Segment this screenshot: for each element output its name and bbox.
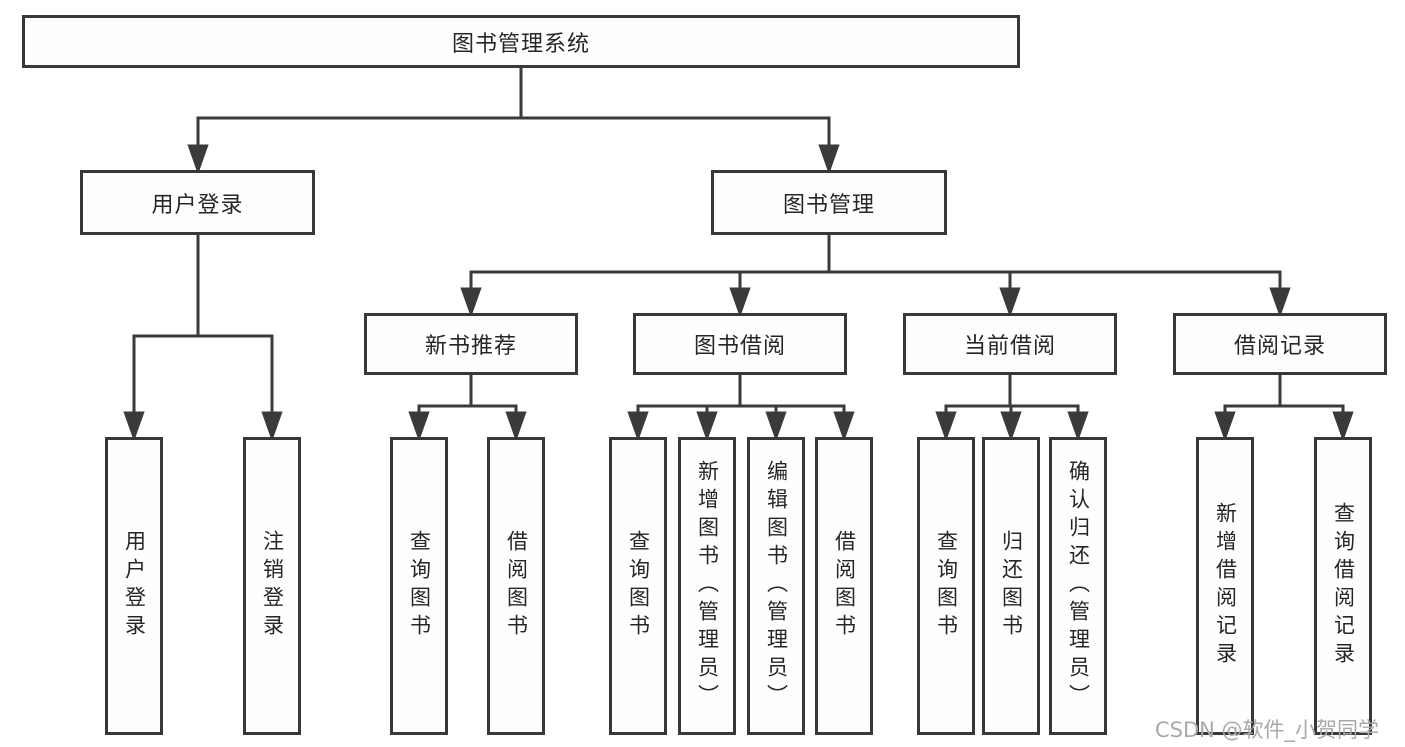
leaf-logout: 注销登录 bbox=[243, 437, 301, 735]
leaf-edit-books-admin-label: 编辑图书（管理员） bbox=[764, 460, 789, 712]
leaf-add-books-admin: 新增图书（管理员） bbox=[678, 437, 736, 735]
leaf-query-books-current: 查询图书 bbox=[917, 437, 975, 735]
connector-book-management-to-level3 bbox=[460, 233, 1291, 318]
connector-current-borrowing-to-leaves bbox=[935, 373, 1089, 442]
arrowhead bbox=[696, 411, 718, 442]
leaf-add-borrow-record: 新增借阅记录 bbox=[1196, 437, 1254, 735]
arrowhead bbox=[818, 144, 840, 175]
leaf-logout-label: 注销登录 bbox=[260, 530, 285, 642]
arrowhead bbox=[833, 411, 855, 442]
leaf-query-books-recommendation-label: 查询图书 bbox=[407, 530, 432, 642]
arrowhead bbox=[765, 411, 787, 442]
csdn-watermark: CSDN @软件_小贺同学 bbox=[1155, 718, 1380, 742]
leaf-confirm-return-admin: 确认归还（管理员） bbox=[1049, 437, 1107, 735]
leaf-edit-books-admin: 编辑图书（管理员） bbox=[747, 437, 805, 735]
node-library-system: 图书管理系统 bbox=[22, 15, 1020, 68]
node-current-borrowing-label: 当前借阅 bbox=[963, 334, 1056, 359]
leaf-return-books-label: 归还图书 bbox=[999, 530, 1024, 642]
leaf-query-borrow-record: 查询借阅记录 bbox=[1314, 437, 1372, 735]
connector-borrowing-records-to-leaves bbox=[1214, 373, 1354, 442]
connector-user-login-to-leaves bbox=[123, 233, 283, 442]
leaf-add-books-admin-label: 新增图书（管理员） bbox=[695, 460, 720, 712]
node-borrowing-records: 借阅记录 bbox=[1173, 313, 1387, 375]
arrowhead bbox=[408, 411, 430, 442]
arrowhead bbox=[1269, 287, 1291, 318]
arrowhead bbox=[999, 287, 1021, 318]
arrowhead bbox=[935, 411, 957, 442]
node-new-book-recommendation-label: 新书推荐 bbox=[424, 334, 517, 359]
arrowhead bbox=[627, 411, 649, 442]
node-user-login-label: 用户登录 bbox=[151, 192, 244, 218]
leaf-add-borrow-record-label: 新增借阅记录 bbox=[1213, 502, 1238, 670]
leaf-borrow-books: 借阅图书 bbox=[815, 437, 873, 735]
arrowhead bbox=[1214, 411, 1236, 442]
leaf-query-books-borrowing-label: 查询图书 bbox=[626, 530, 651, 642]
arrowhead bbox=[187, 144, 209, 175]
arrowhead bbox=[729, 287, 751, 318]
connector-new-book-recommendation-to-leaves bbox=[408, 373, 527, 442]
connector-book-borrowing-to-leaves bbox=[627, 373, 855, 442]
node-book-borrowing-label: 图书借阅 bbox=[693, 334, 786, 359]
leaf-return-books: 归还图书 bbox=[982, 437, 1040, 735]
leaf-query-books-borrowing: 查询图书 bbox=[609, 437, 667, 735]
leaf-borrow-books-recommendation: 借阅图书 bbox=[487, 437, 545, 735]
arrowhead bbox=[460, 287, 482, 318]
leaf-user-login: 用户登录 bbox=[105, 437, 163, 735]
leaf-query-borrow-record-label: 查询借阅记录 bbox=[1331, 502, 1356, 670]
leaf-borrow-books-label: 借阅图书 bbox=[832, 530, 857, 642]
node-current-borrowing: 当前借阅 bbox=[903, 313, 1117, 375]
node-book-management: 图书管理 bbox=[711, 170, 947, 235]
arrowhead bbox=[123, 411, 145, 442]
node-book-borrowing: 图书借阅 bbox=[633, 313, 847, 375]
leaf-query-books-recommendation: 查询图书 bbox=[390, 437, 448, 735]
node-book-management-label: 图书管理 bbox=[782, 192, 875, 218]
arrowhead bbox=[505, 411, 527, 442]
arrowhead bbox=[1067, 411, 1089, 442]
node-borrowing-records-label: 借阅记录 bbox=[1233, 334, 1326, 359]
node-new-book-recommendation: 新书推荐 bbox=[364, 313, 578, 375]
leaf-borrow-books-recommendation-label: 借阅图书 bbox=[504, 530, 529, 642]
arrowhead bbox=[1000, 411, 1022, 442]
leaf-confirm-return-admin-label: 确认归还（管理员） bbox=[1066, 460, 1091, 712]
arrowhead bbox=[1332, 411, 1354, 442]
connector-root-to-level2 bbox=[187, 66, 840, 175]
node-user-login: 用户登录 bbox=[80, 170, 315, 235]
leaf-query-books-current-label: 查询图书 bbox=[934, 530, 959, 642]
leaf-user-login-label: 用户登录 bbox=[122, 530, 147, 642]
arrowhead bbox=[261, 411, 283, 442]
node-library-system-label: 图书管理系统 bbox=[451, 31, 590, 57]
